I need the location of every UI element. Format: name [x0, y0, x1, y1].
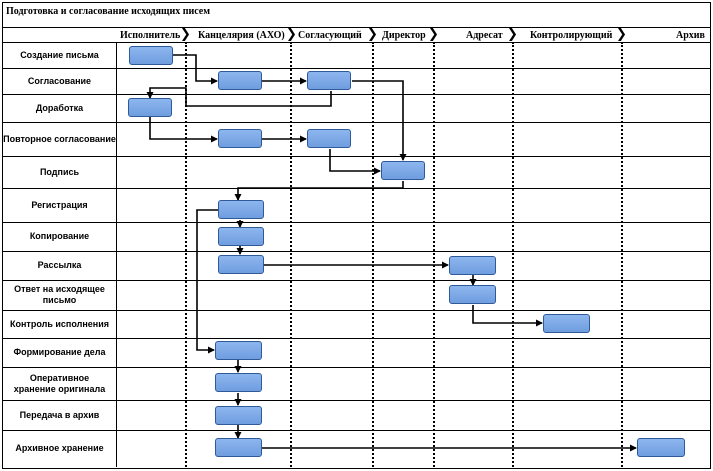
row-label-reply: Ответ на исходящее письмо — [14, 284, 105, 305]
chevron-icon: ❯ — [180, 27, 191, 42]
row-label-transfer-to-archive: Передача в архив — [19, 409, 100, 420]
row-label-divider — [116, 42, 117, 467]
lane-divider — [290, 42, 292, 467]
row-label-create-letter: Создание письма — [20, 49, 99, 60]
row-divider — [2, 367, 711, 368]
process-box — [543, 314, 590, 333]
chevron-icon: ❯ — [507, 27, 518, 42]
row-label-registration: Регистрация — [31, 199, 88, 210]
process-box — [129, 46, 173, 65]
row-label-signing: Подпись — [39, 166, 80, 177]
row-divider — [2, 156, 711, 157]
row-divider — [2, 68, 711, 69]
process-box — [637, 438, 685, 457]
chevron-icon: ❯ — [286, 27, 297, 42]
row-divider — [2, 280, 711, 281]
lane-header-executor: Исполнитель — [120, 29, 181, 41]
lane-divider — [433, 42, 435, 467]
row-label-approval: Согласование — [27, 75, 92, 86]
row-label-operational-storage: Оперативное хранение оригинала — [13, 372, 106, 394]
row-label-re-approval: Повторное согласование — [3, 133, 116, 144]
row-divider — [2, 251, 711, 252]
process-box — [218, 255, 264, 274]
process-box — [215, 438, 262, 457]
lane-header-approver: Согласующий — [298, 29, 362, 41]
lane-divider — [185, 42, 187, 467]
lane-divider — [372, 42, 374, 467]
process-box — [218, 71, 262, 90]
process-box — [218, 129, 262, 148]
chevron-icon: ❯ — [428, 27, 439, 42]
row-label-copying: Копирование — [29, 231, 90, 241]
process-box — [307, 71, 351, 90]
lane-header-addressee: Адресат — [466, 29, 503, 41]
row-divider — [2, 430, 711, 431]
process-box — [449, 285, 496, 304]
row-label-archive-storage: Архивное хранение — [15, 443, 104, 453]
lane-header-controller: Контролирующий — [530, 29, 613, 41]
chevron-icon: ❯ — [367, 27, 378, 42]
lane-divider — [512, 42, 514, 467]
row-divider — [2, 310, 711, 311]
process-box — [128, 98, 172, 117]
chevron-icon: ❯ — [616, 27, 627, 42]
lane-header-office: Канцелярия (АХО) — [198, 29, 285, 41]
lane-divider — [621, 42, 623, 467]
diagram-title: Подготовка и согласование исходящих писе… — [6, 6, 211, 17]
process-box — [449, 256, 496, 275]
process-box — [218, 227, 264, 246]
row-label-revision: Доработка — [35, 102, 84, 113]
process-box — [381, 161, 425, 180]
process-box — [215, 341, 262, 360]
row-divider — [2, 122, 711, 123]
row-divider — [2, 222, 711, 223]
row-divider — [2, 338, 711, 339]
process-box — [307, 129, 351, 148]
row-label-mailing: Рассылка — [37, 260, 82, 270]
header-top-line — [2, 27, 711, 28]
lane-header-director: Директор — [382, 29, 426, 41]
row-label-file-forming: Формирование дела — [13, 347, 106, 357]
process-box — [215, 373, 262, 392]
row-divider — [2, 400, 711, 401]
process-box — [215, 406, 262, 425]
row-divider — [2, 94, 711, 95]
row-label-execution-control: Контроль исполнения — [10, 318, 109, 329]
header-bottom-line — [2, 42, 711, 43]
process-box — [218, 200, 264, 219]
lane-header-archive: Архив — [676, 29, 705, 41]
